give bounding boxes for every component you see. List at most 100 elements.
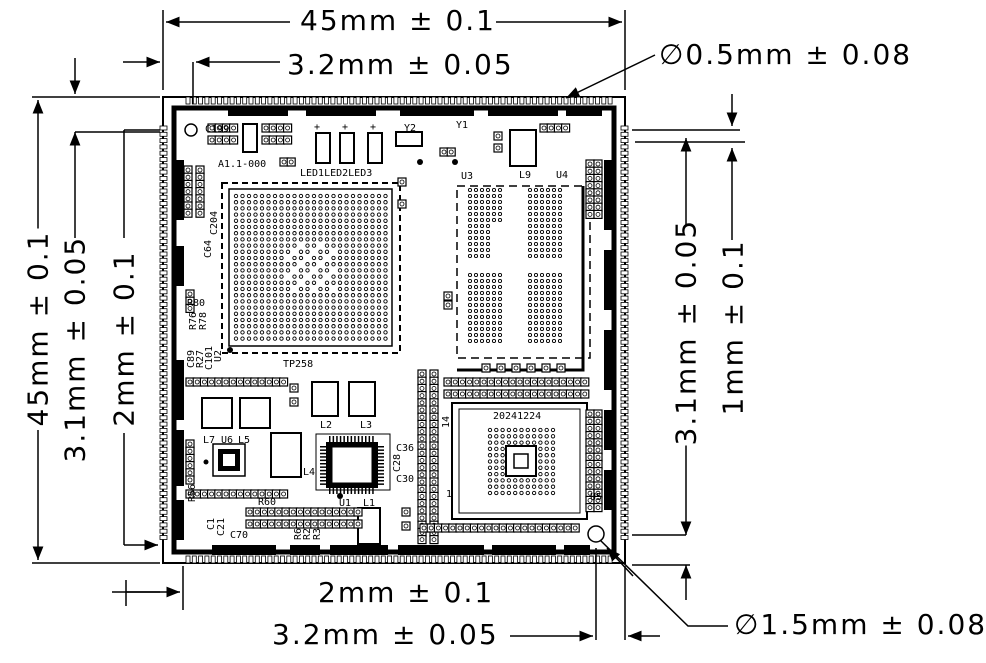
header-pin-hole (587, 469, 593, 475)
header-pin-hole (305, 521, 311, 527)
header-pin-hole (481, 391, 487, 397)
qfp-pin (347, 436, 349, 442)
memory-ball (467, 284, 473, 290)
memory-ball (497, 314, 503, 320)
qfp-pin (378, 456, 384, 458)
memory-ball (473, 223, 479, 229)
memory-ball (467, 296, 473, 302)
header-pin-hole (209, 137, 215, 143)
header-pin-hole (209, 491, 215, 497)
bga-ball (305, 311, 310, 316)
bga-ball (350, 299, 356, 304)
header-pin (446, 147, 456, 157)
memory-ball (497, 326, 503, 332)
header-pin-hole (435, 525, 441, 531)
edge-pad (475, 555, 481, 564)
bga-ball (331, 243, 336, 248)
header-pin (541, 363, 551, 373)
bga-ball (305, 243, 310, 248)
memory-ball (527, 296, 533, 302)
edge-pad (620, 409, 629, 414)
bga-ball (279, 299, 284, 304)
bga-ball (305, 305, 310, 310)
bga-ball (259, 206, 265, 211)
memory-ball (533, 217, 539, 223)
header-pin-hole (595, 418, 601, 424)
bga-ball (376, 243, 382, 248)
bga-ball (525, 478, 530, 483)
header-pin-hole (431, 393, 437, 399)
edge-pad (620, 270, 629, 276)
dim-left-pitch: 3.1mm ± 0.05 (58, 235, 92, 463)
edge-pad (159, 314, 168, 320)
edge-pad (229, 96, 235, 105)
bga-ball (337, 305, 343, 310)
edge-pad (620, 490, 629, 496)
bga-ball (253, 255, 258, 261)
header-pin-hole (524, 379, 530, 385)
edge-pad (343, 555, 348, 564)
bga-ball (383, 336, 388, 341)
bga-ball (279, 311, 284, 316)
bga-ball (344, 262, 349, 267)
header-pin-hole (431, 501, 437, 507)
memory-ball (479, 205, 485, 211)
bga-ball (531, 434, 537, 439)
bga-ball (383, 311, 388, 316)
edge-pad (620, 333, 629, 339)
bga-ball (363, 324, 369, 329)
bga-ball (266, 237, 271, 242)
bga-ball (513, 484, 518, 489)
header-pin-hole (587, 433, 593, 439)
bga-ball (279, 237, 284, 242)
bga-ball (318, 324, 323, 329)
edge-pad (349, 96, 355, 105)
edge-pad (620, 169, 629, 175)
memory-ball (527, 332, 533, 338)
bga-ball (305, 286, 310, 292)
edge-pad (399, 96, 405, 105)
edge-pad (393, 96, 399, 105)
bga-ball (253, 324, 258, 329)
edge-pad (159, 459, 168, 465)
edge-pad (412, 555, 418, 564)
bga-ball (363, 200, 369, 205)
bga-ball (350, 317, 356, 323)
bga-ball (383, 193, 388, 199)
bga-ball (337, 311, 343, 316)
memory-ball (527, 320, 533, 326)
bga-ball (538, 484, 543, 489)
bga-ball (344, 237, 349, 242)
bga-ball (298, 212, 304, 217)
header-pin-hole (263, 137, 269, 143)
bga-ball (331, 299, 336, 304)
bga-ball (363, 305, 369, 310)
header-pin-hole (595, 183, 601, 189)
memory-ball (545, 253, 551, 259)
bga-ball (550, 453, 556, 458)
header-pin-hole (441, 149, 447, 155)
header-pin-hole (185, 210, 191, 216)
bga-ball (550, 434, 556, 439)
bga-ball (233, 305, 239, 310)
label-r56: R56 (187, 484, 198, 502)
memory-ball (551, 332, 557, 338)
header-pin-hole (495, 145, 501, 151)
label-y2: Y2 (404, 123, 416, 134)
header-pin-hole (431, 515, 437, 521)
edge-pad (248, 555, 254, 564)
memory-ball (473, 187, 479, 193)
bga-ball (370, 255, 375, 261)
bga-ball (383, 255, 388, 261)
bga-ball (383, 330, 388, 335)
bga-ball (357, 224, 362, 230)
bga-ball (318, 224, 323, 230)
memory-ball (485, 332, 491, 338)
header-pin-hole (277, 125, 283, 131)
bga-ball (376, 336, 382, 341)
bga-ball (363, 330, 369, 335)
qfp-pin (320, 476, 326, 479)
bga-ball (344, 311, 349, 316)
memory-ball (467, 332, 473, 338)
edge-pad (443, 96, 449, 105)
